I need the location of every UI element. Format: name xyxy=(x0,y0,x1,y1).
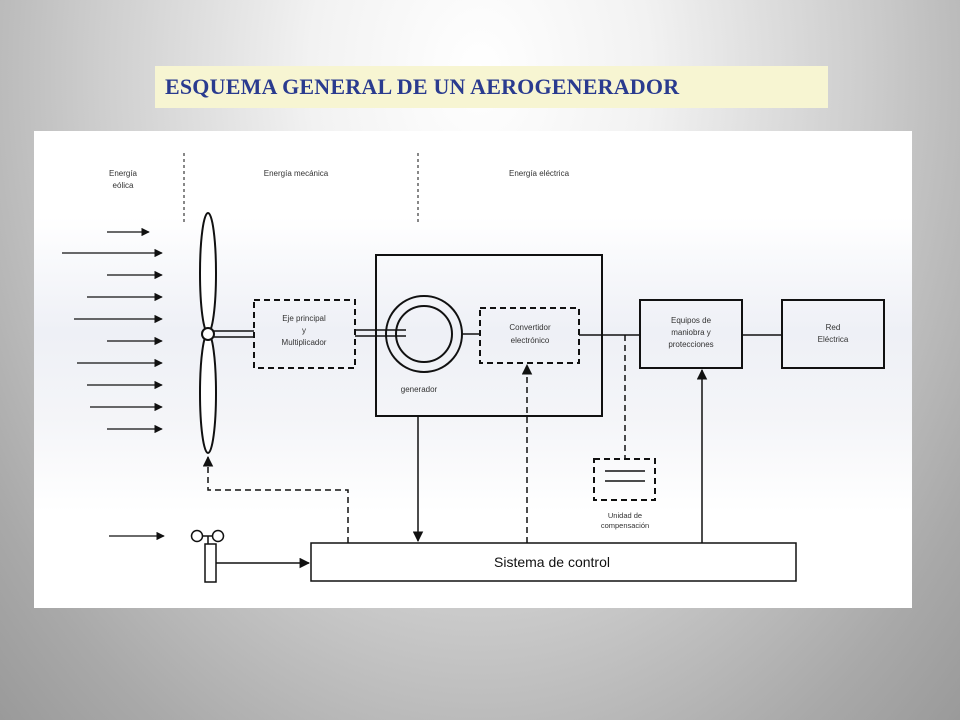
title-banner: ESQUEMA GENERAL DE UN AEROGENERADOR xyxy=(155,66,828,108)
box-sistema-control xyxy=(310,542,797,582)
label-energia-mecanica: Energía mecánica xyxy=(264,169,329,178)
wind-turbine-diagram: Energía eólica Energía mecánica Energía … xyxy=(62,153,885,583)
eje-label-2: y xyxy=(302,326,306,335)
anemometer-icon xyxy=(190,529,225,583)
equipos-label-3: protecciones xyxy=(668,340,713,349)
label-energia-electrica: Energía eléctrica xyxy=(509,169,570,178)
wind-arrows xyxy=(62,227,163,434)
box-convertidor xyxy=(479,307,580,364)
eje-label-1: Eje principal xyxy=(282,314,326,323)
compensacion-label-1: Unidad de xyxy=(608,511,642,520)
equipos-label-1: Equipos de xyxy=(671,316,712,325)
eje-label-3: Multiplicador xyxy=(282,338,327,347)
box-equipos-maniobra xyxy=(639,299,743,369)
red-label-1: Red xyxy=(826,323,841,332)
sistema-control-label: Sistema de control xyxy=(494,554,610,570)
compensacion-label-2: compensación xyxy=(601,521,649,530)
label-energia-eolica-2: eólica xyxy=(113,181,134,190)
label-energia-eolica-1: Energía xyxy=(109,169,138,178)
box-compensacion xyxy=(593,458,656,501)
wind-turbine-rotor-icon xyxy=(199,212,217,454)
generator-label: generador xyxy=(401,385,438,394)
red-label-2: Eléctrica xyxy=(818,335,849,344)
convertidor-label-1: Convertidor xyxy=(509,323,551,332)
diagram-canvas: Energía eólica Energía mecánica Energía … xyxy=(34,131,912,608)
convertidor-label-2: electrónico xyxy=(511,336,550,345)
generator-icon xyxy=(385,295,463,373)
box-eje-multiplicador xyxy=(253,299,356,369)
capacitor-icon xyxy=(605,470,645,482)
page-title: ESQUEMA GENERAL DE UN AEROGENERADOR xyxy=(165,74,680,99)
equipos-label-2: maniobra y xyxy=(671,328,711,337)
link-control-rotor xyxy=(202,455,349,543)
box-red-electrica xyxy=(781,299,885,369)
